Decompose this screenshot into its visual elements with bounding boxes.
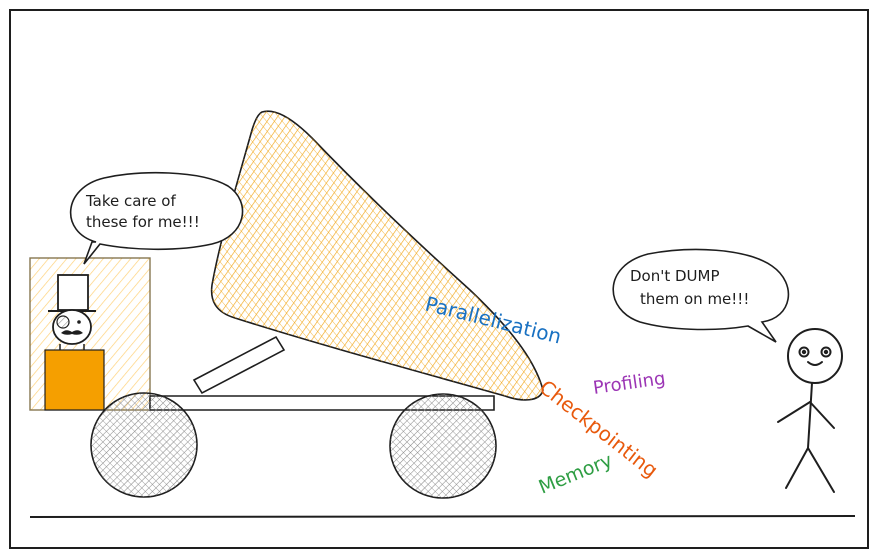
frame-border <box>9 9 869 549</box>
monocle <box>56 315 70 329</box>
hydraulic-arm <box>192 335 286 395</box>
driver-speech-line-1: Take care of <box>85 192 176 210</box>
front-wheel <box>90 392 198 498</box>
person-speech-line-2: them on me!!! <box>640 290 749 308</box>
person-head <box>787 328 843 384</box>
driver-speech-bubble: Take care of these for me!!! <box>69 171 244 265</box>
stick-figure-person <box>777 328 843 493</box>
driver-speech-line-2: these for me!!! <box>86 213 200 231</box>
label-memory: Memory <box>536 449 616 498</box>
label-profiling: Profiling <box>592 368 667 399</box>
rear-wheel <box>389 393 497 499</box>
mustache <box>61 330 83 335</box>
person-speech-line-1: Don't DUMP <box>630 267 720 285</box>
ground-line <box>29 515 856 518</box>
driver-figure <box>44 274 105 411</box>
top-hat <box>57 274 89 311</box>
driver-seat <box>44 349 105 411</box>
person-speech-bubble: Don't DUMP them on me!!! <box>612 248 790 343</box>
